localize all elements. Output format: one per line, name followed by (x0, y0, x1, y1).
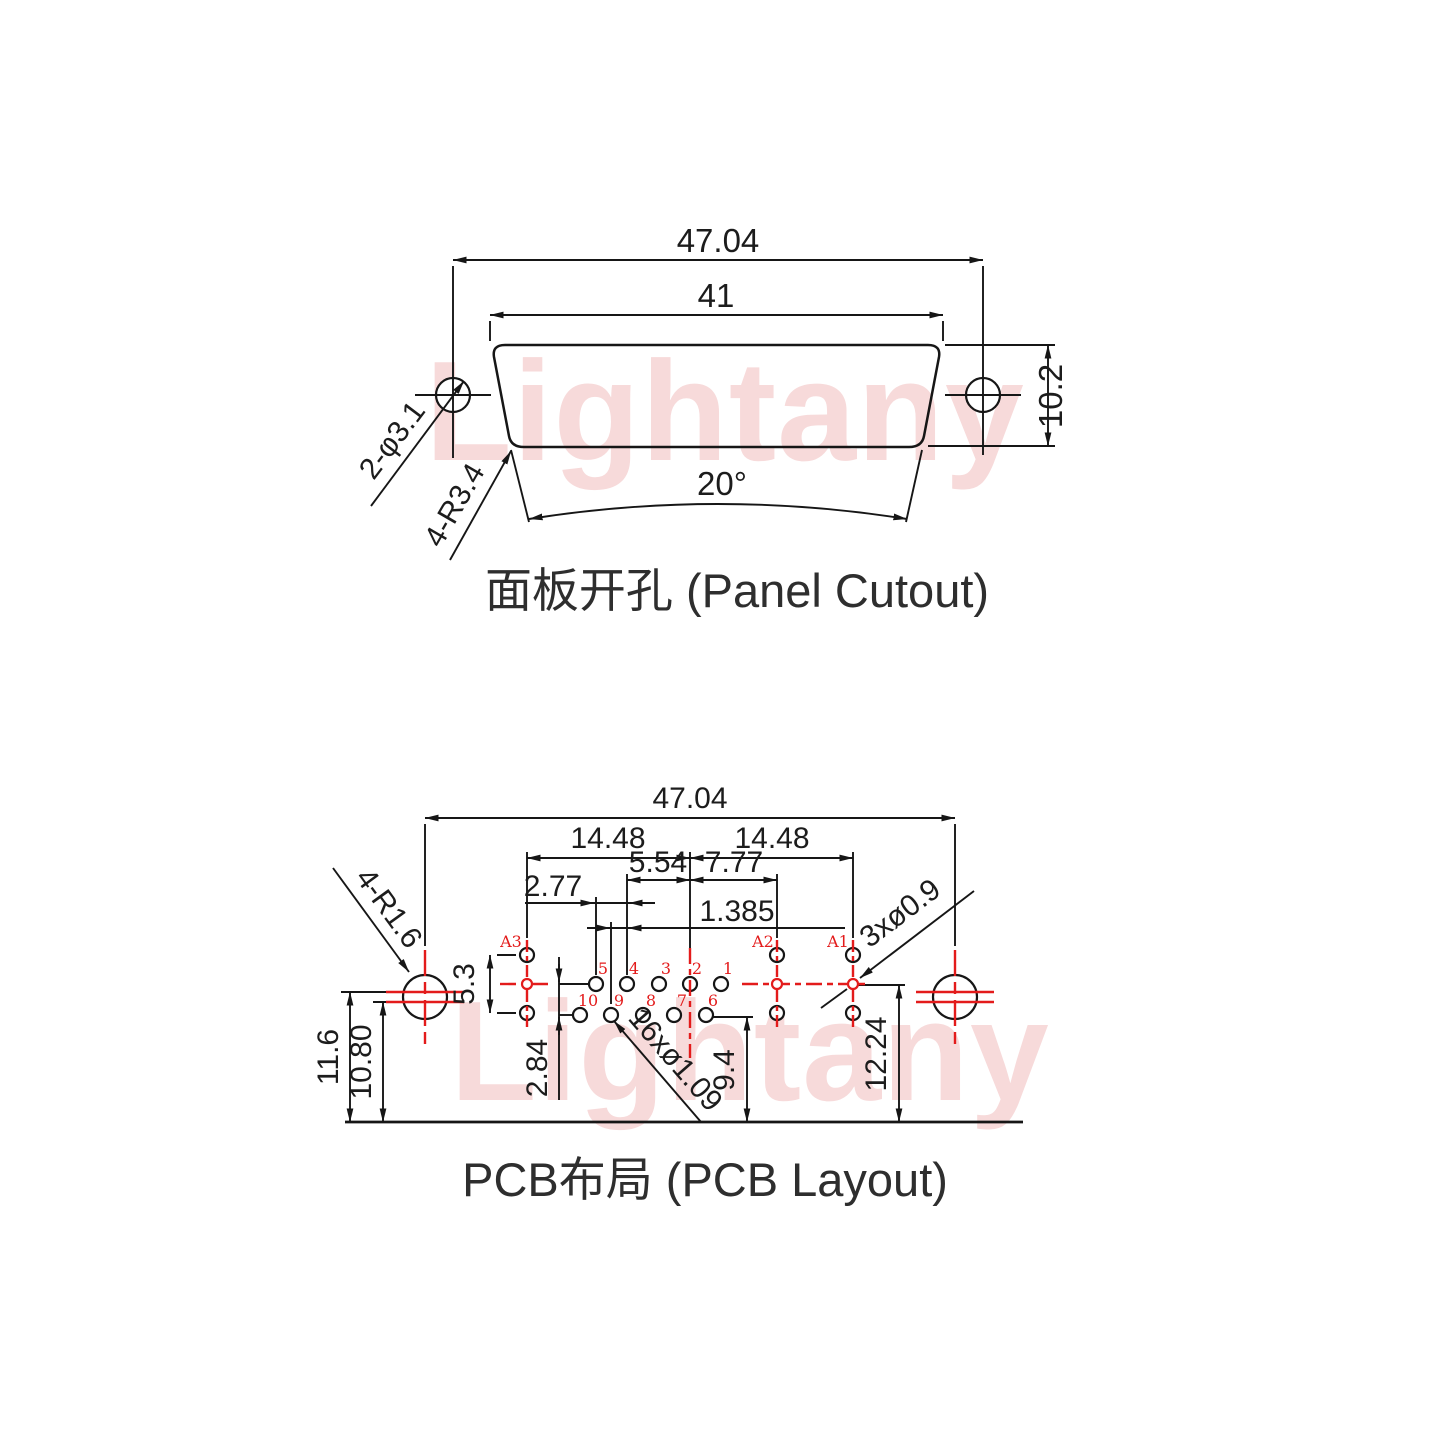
pin-hole-4 (618, 975, 636, 993)
dim-text-20deg: 20° (697, 465, 747, 502)
pin-label-a1: A1 (826, 932, 849, 951)
dim-text-pcb-47-04: 47.04 (652, 782, 727, 815)
pin-hole-1 (712, 975, 730, 993)
pin-hole-6 (697, 1006, 715, 1024)
panel-cutout-drawing (370, 256, 1055, 561)
pcb-upper-pin-row (587, 975, 730, 993)
pin-label-7: 7 (677, 991, 687, 1010)
dim-text-1-385: 1.385 (699, 895, 774, 928)
coax-center-hole-a3 (520, 977, 534, 991)
label-coax-holes-3xd0-9: 3xø0.9 (854, 873, 947, 955)
dim-text-41: 41 (698, 277, 735, 314)
pin-label-2: 2 (692, 959, 702, 978)
dim-text-10-80: 10.80 (345, 1024, 378, 1099)
dim-text-12-24: 12.24 (860, 1016, 893, 1091)
pin-hole-9 (602, 1006, 620, 1024)
pcb-layout-drawing (332, 814, 1023, 1124)
dim-text-11-6: 11.6 (312, 1029, 345, 1085)
pin-hole-3 (650, 975, 668, 993)
pin-label-5: 5 (598, 959, 608, 978)
dim-text-2-77: 2.77 (524, 870, 582, 903)
pin-hole-10 (571, 1006, 589, 1024)
pin-label-3: 3 (661, 959, 671, 978)
pin-label-4: 4 (629, 959, 639, 978)
pin-label-6: 6 (708, 991, 718, 1010)
pin-label-a3: A3 (499, 932, 522, 951)
pcb-lower-pin-row (571, 1006, 715, 1024)
angle-extension-left (510, 449, 530, 523)
pin-label-a2: A2 (751, 932, 774, 951)
angle-arc-20deg (528, 503, 908, 521)
pcb-layout-title: PCB布局 (PCB Layout) (462, 1153, 948, 1206)
angle-extension-right (905, 449, 923, 523)
pin-hole-5 (587, 975, 605, 993)
pcb-centerlines-red (386, 940, 994, 1058)
panel-cutout-outline (492, 343, 941, 449)
pin-label-1: 1 (723, 959, 733, 978)
dim-text-2-84: 2.84 (521, 1039, 554, 1097)
dim-text-5-54: 5.54 (629, 846, 687, 879)
coax-column-a1 (844, 946, 862, 1022)
dim-text-14-48-left: 14.48 (570, 822, 645, 855)
leader-mount-radius (332, 867, 410, 973)
watermark-text-top: Lightany (425, 332, 1025, 491)
dim-text-10-2: 10.2 (1032, 364, 1069, 428)
leader-coax-holes-tail (820, 988, 848, 1009)
dim-text-9-4: 9.4 (708, 1049, 741, 1091)
panel-cutout-title: 面板开孔 (Panel Cutout) (485, 564, 989, 617)
pin-hole-7 (665, 1006, 683, 1024)
leader-coax-holes (859, 890, 975, 979)
coax-center-hole-a1 (846, 977, 860, 991)
label-mount-radius-4xr1-6: 4-R1.6 (349, 862, 429, 954)
dim-text-47-04: 47.04 (677, 222, 760, 259)
dim-text-5-3: 5.3 (448, 963, 481, 1005)
leader-signal-holes (613, 1020, 702, 1123)
pin-hole-8 (634, 1006, 652, 1024)
pin-label-8: 8 (646, 991, 656, 1010)
dim-text-7-77: 7.77 (705, 846, 763, 879)
pin-label-10: 10 (578, 991, 598, 1010)
leader-corner-radius (449, 450, 512, 561)
pin-label-9: 9 (614, 991, 624, 1010)
leader-mount-holes (370, 380, 465, 507)
coax-center-hole-a2 (770, 977, 784, 991)
dim-text-14-48-right: 14.48 (734, 822, 809, 855)
